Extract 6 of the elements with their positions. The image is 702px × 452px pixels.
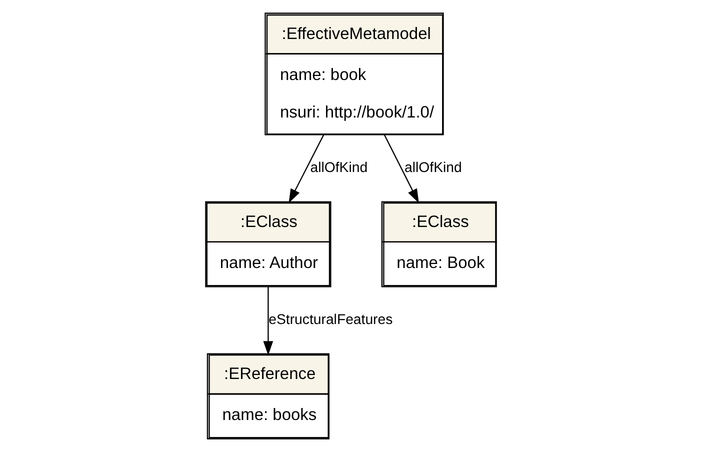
edge-label: allOfKind xyxy=(404,158,462,175)
edge-label: eStructuralFeatures xyxy=(268,310,393,327)
edge-label: allOfKind xyxy=(310,158,368,175)
arrow xyxy=(384,134,419,204)
arrow xyxy=(288,134,324,204)
arrow xyxy=(263,286,274,356)
